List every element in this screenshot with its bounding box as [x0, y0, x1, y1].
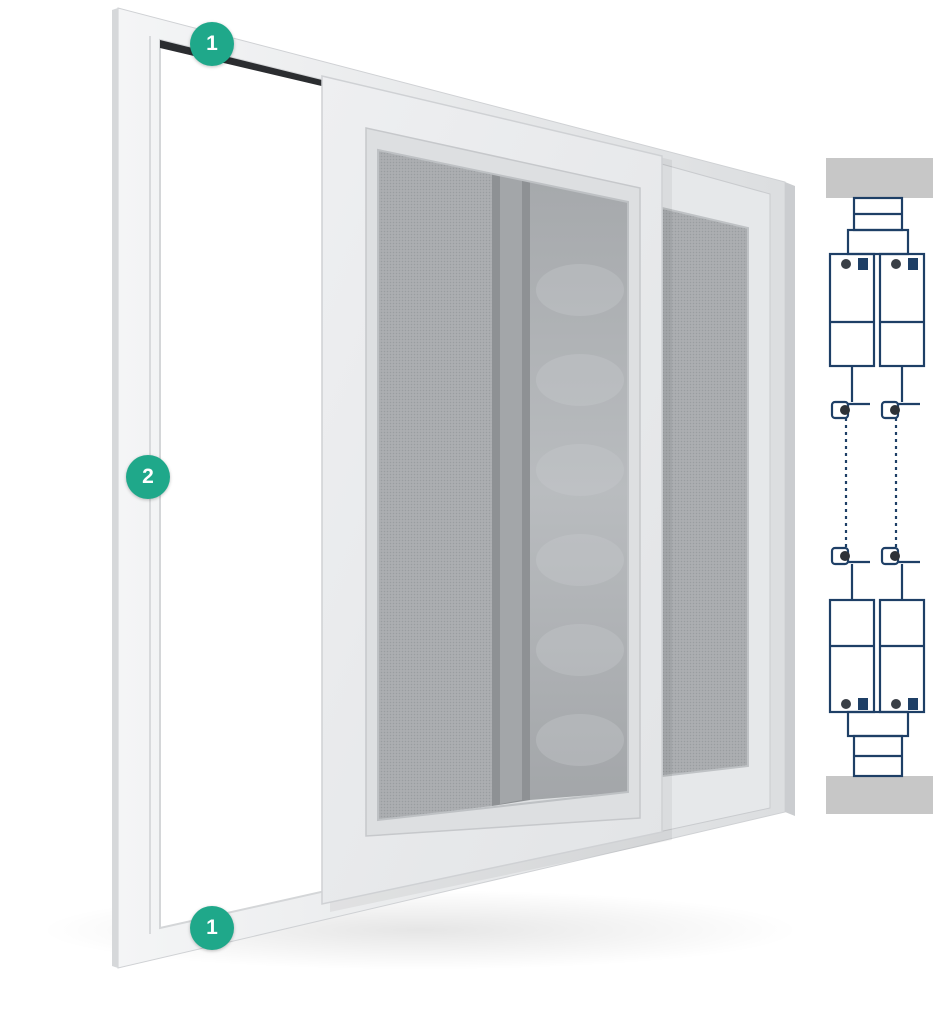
callout-label: 1	[206, 916, 218, 939]
callout-badge-side-jamb: 2	[126, 455, 170, 499]
front-sash	[321, 75, 672, 912]
frosted-panel-bands	[536, 264, 624, 766]
top-wall-block	[826, 158, 933, 198]
callout-badge-top-rail: 1	[190, 22, 234, 66]
profile-cross-section	[826, 158, 933, 814]
callout-badge-bottom-rail: 1	[190, 906, 234, 950]
callout-label: 2	[142, 465, 154, 488]
bottom-wall-block	[826, 776, 933, 814]
callout-label: 1	[206, 32, 218, 55]
